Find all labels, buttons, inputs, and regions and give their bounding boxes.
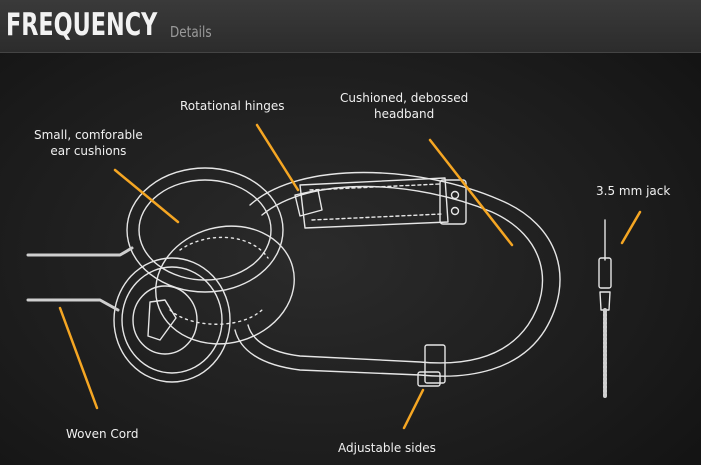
callout-line-sides xyxy=(402,388,425,430)
jack-plug xyxy=(598,219,612,400)
header-bar: FREQUENCY Details xyxy=(0,0,701,53)
adjust-slider xyxy=(424,344,446,384)
callout-line-cushions xyxy=(113,168,180,224)
cord-lower xyxy=(26,298,120,312)
back-ear-cup xyxy=(126,167,284,293)
callout-line-jack xyxy=(620,210,642,245)
headband-cushion xyxy=(299,177,449,229)
label-adjustable-sides: Adjustable sides xyxy=(338,441,436,455)
ear-cushion xyxy=(155,225,295,345)
cord-upper xyxy=(26,246,134,257)
callout-line-hinges xyxy=(255,123,300,192)
page-title: FREQUENCY xyxy=(6,7,158,43)
label-rotational-hinges: Rotational hinges xyxy=(180,99,285,113)
headband-plate xyxy=(439,179,467,225)
headband-inner xyxy=(247,185,544,364)
hinge xyxy=(294,189,323,217)
page-subtitle: Details xyxy=(170,23,212,41)
label-ear-cushions: Small, comforable ear cushions xyxy=(34,128,143,158)
label-woven-cord: Woven Cord xyxy=(66,427,139,441)
front-ear-cup xyxy=(113,257,231,383)
label-headband: Cushioned, debossed headband xyxy=(340,91,469,121)
headband-outline xyxy=(234,171,561,377)
callout-line-headband xyxy=(428,138,514,247)
callout-line-cord xyxy=(58,306,99,410)
label-jack: 3.5 mm jack xyxy=(596,184,671,198)
